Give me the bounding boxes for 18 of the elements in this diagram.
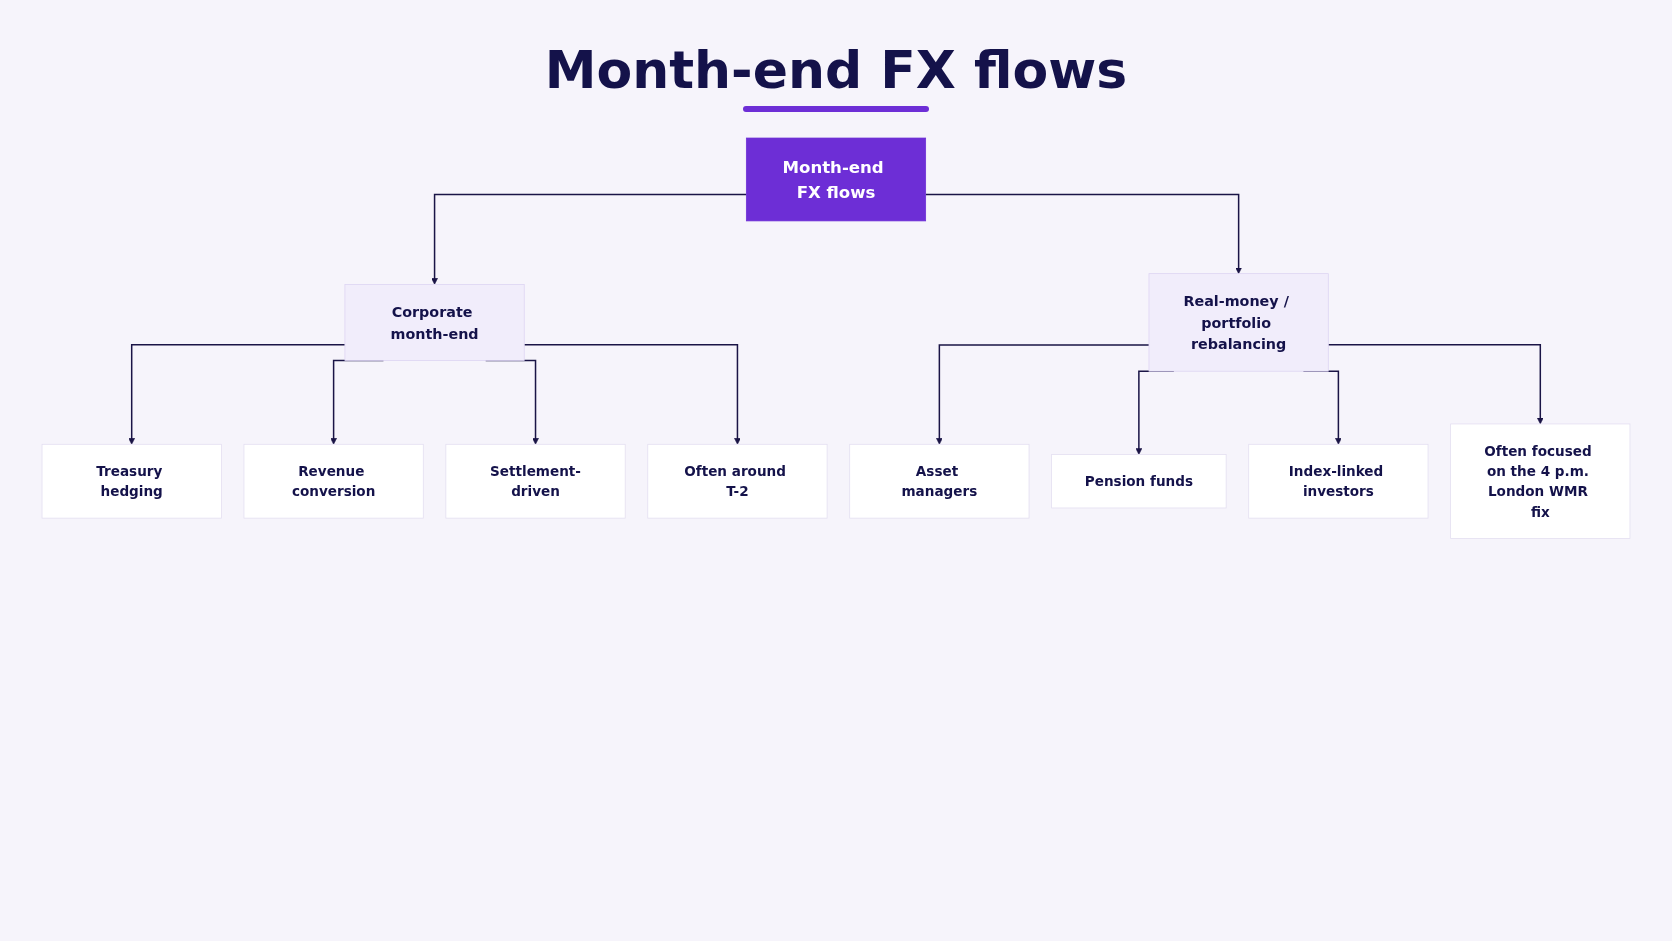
node-box: Month-end FX flows [745,137,927,222]
node-box: Index-linked investors [1248,443,1429,519]
arrow [1327,344,1544,425]
node-box: Revenue conversion [243,443,424,519]
node-box: Corporate month-end [344,284,525,361]
arrow [431,193,748,285]
node-box: Often around T-2 [647,443,828,519]
node-box: Treasury hedging [41,443,222,519]
node-box: Asset managers [849,443,1030,519]
arrow [924,193,1242,274]
node-box: Pension funds [1051,454,1227,509]
title: Month-end FX flows [544,40,1128,100]
arrow [128,343,346,445]
node-box: Often focused on the 4 p.m. London WMR fix [1450,423,1631,539]
node-box: Real-money / portfolio rebalancing [1148,273,1329,372]
node-box: Settlement-driven [445,443,626,519]
arrow [936,344,1150,445]
arrow [523,343,741,445]
